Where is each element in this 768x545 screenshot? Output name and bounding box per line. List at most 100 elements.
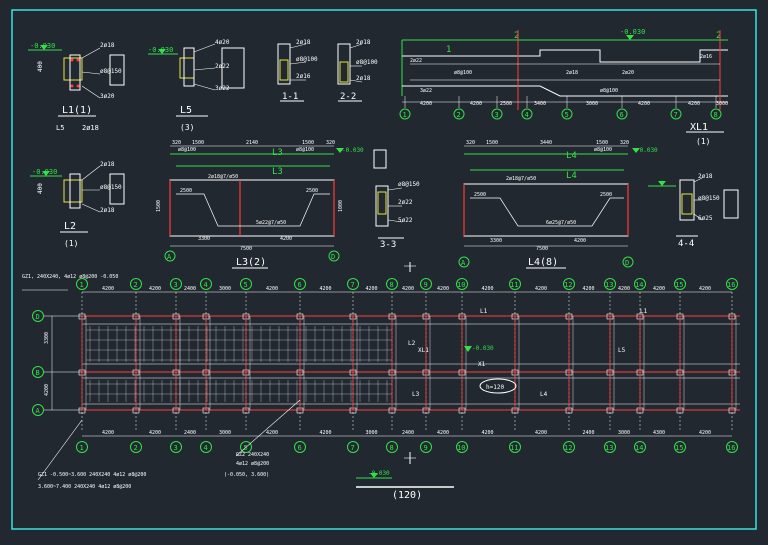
xl1-dim: 3000 [716, 101, 728, 107]
axis-circle [604, 441, 616, 453]
axis-circle [294, 441, 306, 453]
axis-label: B [36, 369, 40, 377]
plan-dim: 4200 [102, 286, 114, 292]
axis-label: 15 [675, 281, 683, 289]
plan-dim: 4200 [320, 286, 332, 292]
axis-label: 7 [351, 281, 355, 289]
axis-label: D [36, 313, 40, 321]
plan-note: GZ2 240X240 [236, 452, 269, 458]
plan-dim: 4200 [44, 384, 50, 396]
callout: ø8@100 [600, 88, 618, 94]
axis-label: 16 [727, 444, 735, 452]
axis-label: 8 [714, 111, 718, 119]
level-marker [40, 45, 48, 50]
axis-circle [561, 108, 573, 120]
plan-dim: 2400 [184, 286, 196, 292]
axis-label: 12 [564, 281, 572, 289]
xl1-dim: 3400 [534, 101, 546, 107]
axis-label: 14 [635, 444, 643, 452]
detail-title: L5 [180, 105, 192, 116]
detail-title: L2 [64, 221, 76, 232]
plan-dim: 4200 [266, 430, 278, 436]
detail-l4: 320 1500 3440 1500 320 -0.030 L4 L4 2ø18… [458, 140, 658, 269]
axis-label: 2 [457, 111, 461, 119]
beam-label: L3 [412, 391, 420, 398]
axis-circle [347, 278, 359, 290]
section-outline [63, 57, 83, 81]
axis-circle [130, 278, 142, 290]
axis-label: 3 [174, 444, 178, 452]
dim: 320 [466, 140, 475, 146]
axis-circle [240, 278, 252, 290]
axis-circle [604, 278, 616, 290]
callout: 2ø18 [356, 39, 371, 46]
detail-sub: (1) [696, 137, 710, 146]
axis-label: 1 [80, 444, 84, 452]
callout: 2ø20 [622, 70, 634, 76]
plan-dim: 3000 [219, 286, 231, 292]
floor-plan: GZ1, 240X240, 4ø12 ø8@200 -0.050 1122334… [22, 262, 740, 501]
xl1-dim: 4200 [420, 101, 432, 107]
beam-label: L5 [618, 347, 626, 354]
beam-label: L1 [640, 308, 648, 315]
axis-circle [726, 441, 738, 453]
xl1-dim: 2500 [500, 101, 512, 107]
axis-label: 1 [403, 111, 407, 119]
plan-note: GZ1, 240X240, 4ø12 ø8@200 -0.050 [22, 274, 118, 280]
xl1-dim: 4200 [470, 101, 482, 107]
section-mark: L3 [272, 148, 283, 158]
dim: 320 [326, 140, 335, 146]
stirrup: ø8@100 [594, 147, 612, 153]
axis-circle [420, 441, 432, 453]
plan-title: (120) [392, 490, 422, 501]
plan-dim: 4200 [583, 286, 595, 292]
axis-label: 2 [134, 444, 138, 452]
plan-dim: 3000 [219, 430, 231, 436]
beam-label: L4 [540, 391, 548, 398]
axis-label: 8 [390, 444, 394, 452]
plan-dim: 2400 [402, 430, 414, 436]
callout: 2ø16 [296, 73, 311, 80]
plan-dim: 4200 [149, 430, 161, 436]
callout: 3ø22 [420, 88, 432, 94]
axis-circle [420, 278, 432, 290]
mark: 2500 [180, 188, 192, 194]
axis-label: 13 [605, 281, 613, 289]
axis-circle [491, 108, 503, 120]
plan-dim: 4200 [699, 286, 711, 292]
callout: 2ø18 [100, 207, 115, 214]
detail-title: 3-3 [380, 240, 396, 250]
plan-dim: 4200 [482, 286, 494, 292]
callout: ø8@100 [454, 70, 472, 76]
callout: 4ø20 [215, 39, 230, 46]
callout: ø8@150 [698, 195, 720, 202]
level-label: -0.030 [32, 168, 57, 176]
axis-circle [670, 108, 682, 120]
detail-sub: (3) [180, 123, 194, 132]
axis-circle [386, 278, 398, 290]
detail-sub: L5 [56, 124, 64, 132]
level-label: -0.030 [148, 46, 173, 54]
axis-label: 4 [204, 281, 208, 289]
axis-circle [509, 441, 521, 453]
axis-circle [456, 278, 468, 290]
axis-label: 7 [674, 111, 678, 119]
detail-title: L1(1) [62, 105, 92, 116]
section-mark: L4 [566, 151, 577, 161]
axis-label: 11 [510, 444, 518, 452]
slab-level: -0.030 [472, 345, 494, 352]
axis-label: 5 [244, 281, 248, 289]
axis-circle [170, 278, 182, 290]
axis-circle [509, 278, 521, 290]
axis-label: 14 [635, 281, 643, 289]
height: 1000 [338, 200, 344, 212]
callout: 2ø22 [398, 199, 413, 206]
beam-label: L1 [480, 308, 488, 315]
drawing-frame [11, 9, 757, 530]
axis-circle [386, 441, 398, 453]
axis-circle [240, 441, 252, 453]
dim: 3440 [540, 140, 552, 146]
axis-circle [32, 404, 44, 416]
axis-label: 2 [134, 281, 138, 289]
